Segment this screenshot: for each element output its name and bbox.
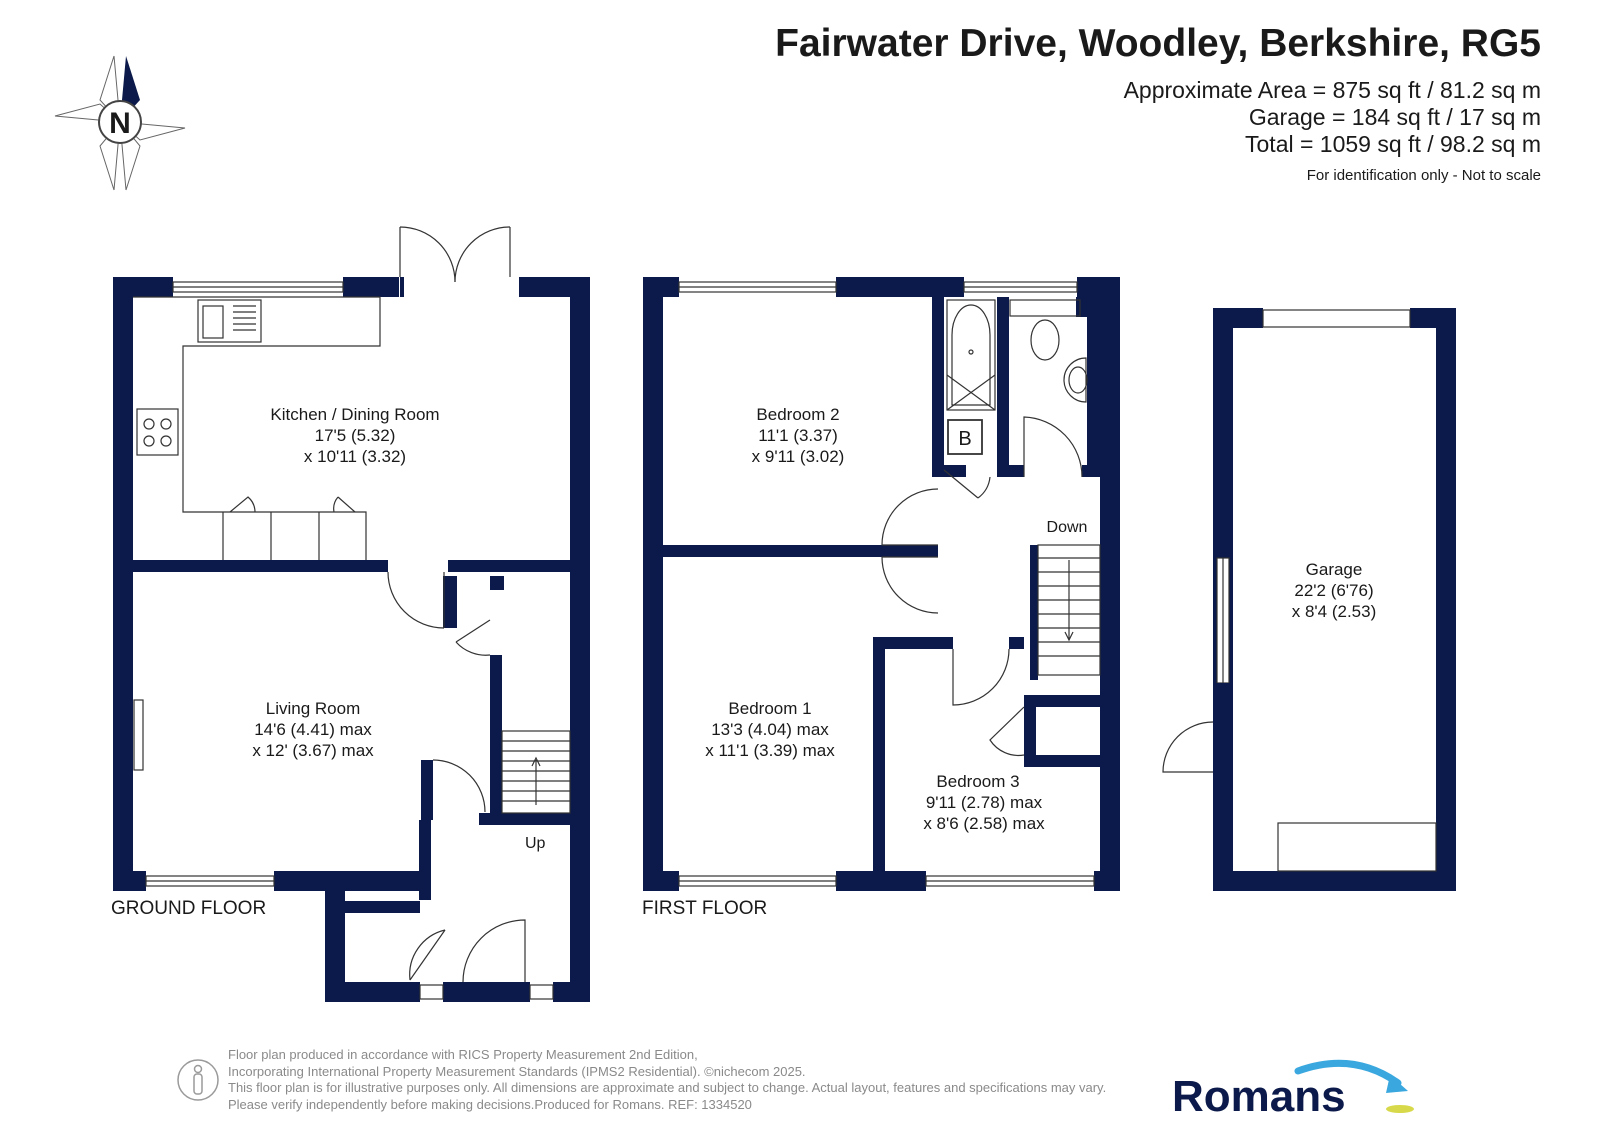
bedroom3-dim1: 9'11 (2.78) max bbox=[926, 793, 1043, 812]
bedroom2-name: Bedroom 2 bbox=[756, 405, 839, 424]
disclaimer-line: Incorporating International Property Mea… bbox=[228, 1063, 806, 1079]
bedroom1-name: Bedroom 1 bbox=[728, 699, 811, 718]
kitchen-name: Kitchen / Dining Room bbox=[270, 405, 439, 424]
boiler-label: B bbox=[958, 428, 971, 450]
bedroom1-dim1: 13'3 (4.04) max bbox=[711, 720, 829, 739]
logo-dot-icon bbox=[1386, 1105, 1414, 1113]
first-floor-fixtures bbox=[678, 281, 1101, 887]
compass-icon: N bbox=[54, 55, 186, 191]
living-dim1: 14'6 (4.41) max bbox=[254, 720, 372, 739]
disclaimer-line: Please verify independently before makin… bbox=[228, 1096, 752, 1112]
living-dim2: x 12' (3.67) max bbox=[252, 741, 374, 760]
garage-fixtures bbox=[1162, 309, 1437, 872]
disclaimer: Floor plan produced in accordance with R… bbox=[228, 1047, 1106, 1113]
first-floor-plan bbox=[643, 277, 1120, 891]
stairs-down-label: Down bbox=[1047, 519, 1088, 536]
disclaimer-line: Floor plan produced in accordance with R… bbox=[228, 1047, 698, 1062]
kitchen-dim1: 17'5 (5.32) bbox=[315, 426, 396, 445]
bedroom2-dim1: 11'1 (3.37) bbox=[758, 426, 837, 445]
person-icon bbox=[177, 1059, 219, 1101]
stairs-up-label: Up bbox=[525, 835, 546, 852]
living-name: Living Room bbox=[266, 699, 361, 718]
disclaimer-line: This floor plan is for illustrative purp… bbox=[228, 1080, 1107, 1095]
floor-plan: N bbox=[54, 55, 1456, 1002]
kitchen-dim2: x 10'11 (3.32) bbox=[304, 447, 406, 466]
garage-name: Garage bbox=[1306, 560, 1363, 579]
bedroom1-dim2: x 11'1 (3.39) max bbox=[705, 741, 835, 760]
ground-floor-fixtures bbox=[133, 226, 571, 1000]
logo-text: Romans bbox=[1172, 1072, 1346, 1119]
garage-dim2: x 8'4 (2.53) bbox=[1292, 602, 1377, 621]
logo-arc-icon bbox=[1294, 1059, 1402, 1087]
bedroom2-dim2: x 9'11 (3.02) bbox=[752, 447, 845, 466]
romans-logo: Romans bbox=[1172, 1059, 1414, 1119]
garage-area: Garage = 184 sq ft / 17 sq m bbox=[1248, 104, 1541, 130]
first-floor-label: FIRST FLOOR bbox=[642, 898, 767, 919]
compass-north-label: N bbox=[109, 107, 131, 140]
ground-floor-label: GROUND FLOOR bbox=[111, 898, 266, 919]
scale-note: For identification only - Not to scale bbox=[1306, 167, 1541, 184]
total-area: Total = 1059 sq ft / 98.2 sq m bbox=[1245, 131, 1541, 157]
garage-dim1: 22'2 (6'76) bbox=[1294, 581, 1373, 600]
bedroom3-dim2: x 8'6 (2.58) max bbox=[923, 814, 1045, 833]
approximate-area: Approximate Area = 875 sq ft / 81.2 sq m bbox=[1123, 77, 1541, 103]
ground-floor-plan bbox=[113, 277, 590, 1002]
bedroom3-name: Bedroom 3 bbox=[936, 772, 1019, 791]
plan-title: Fairwater Drive, Woodley, Berkshire, RG5 bbox=[775, 22, 1541, 65]
